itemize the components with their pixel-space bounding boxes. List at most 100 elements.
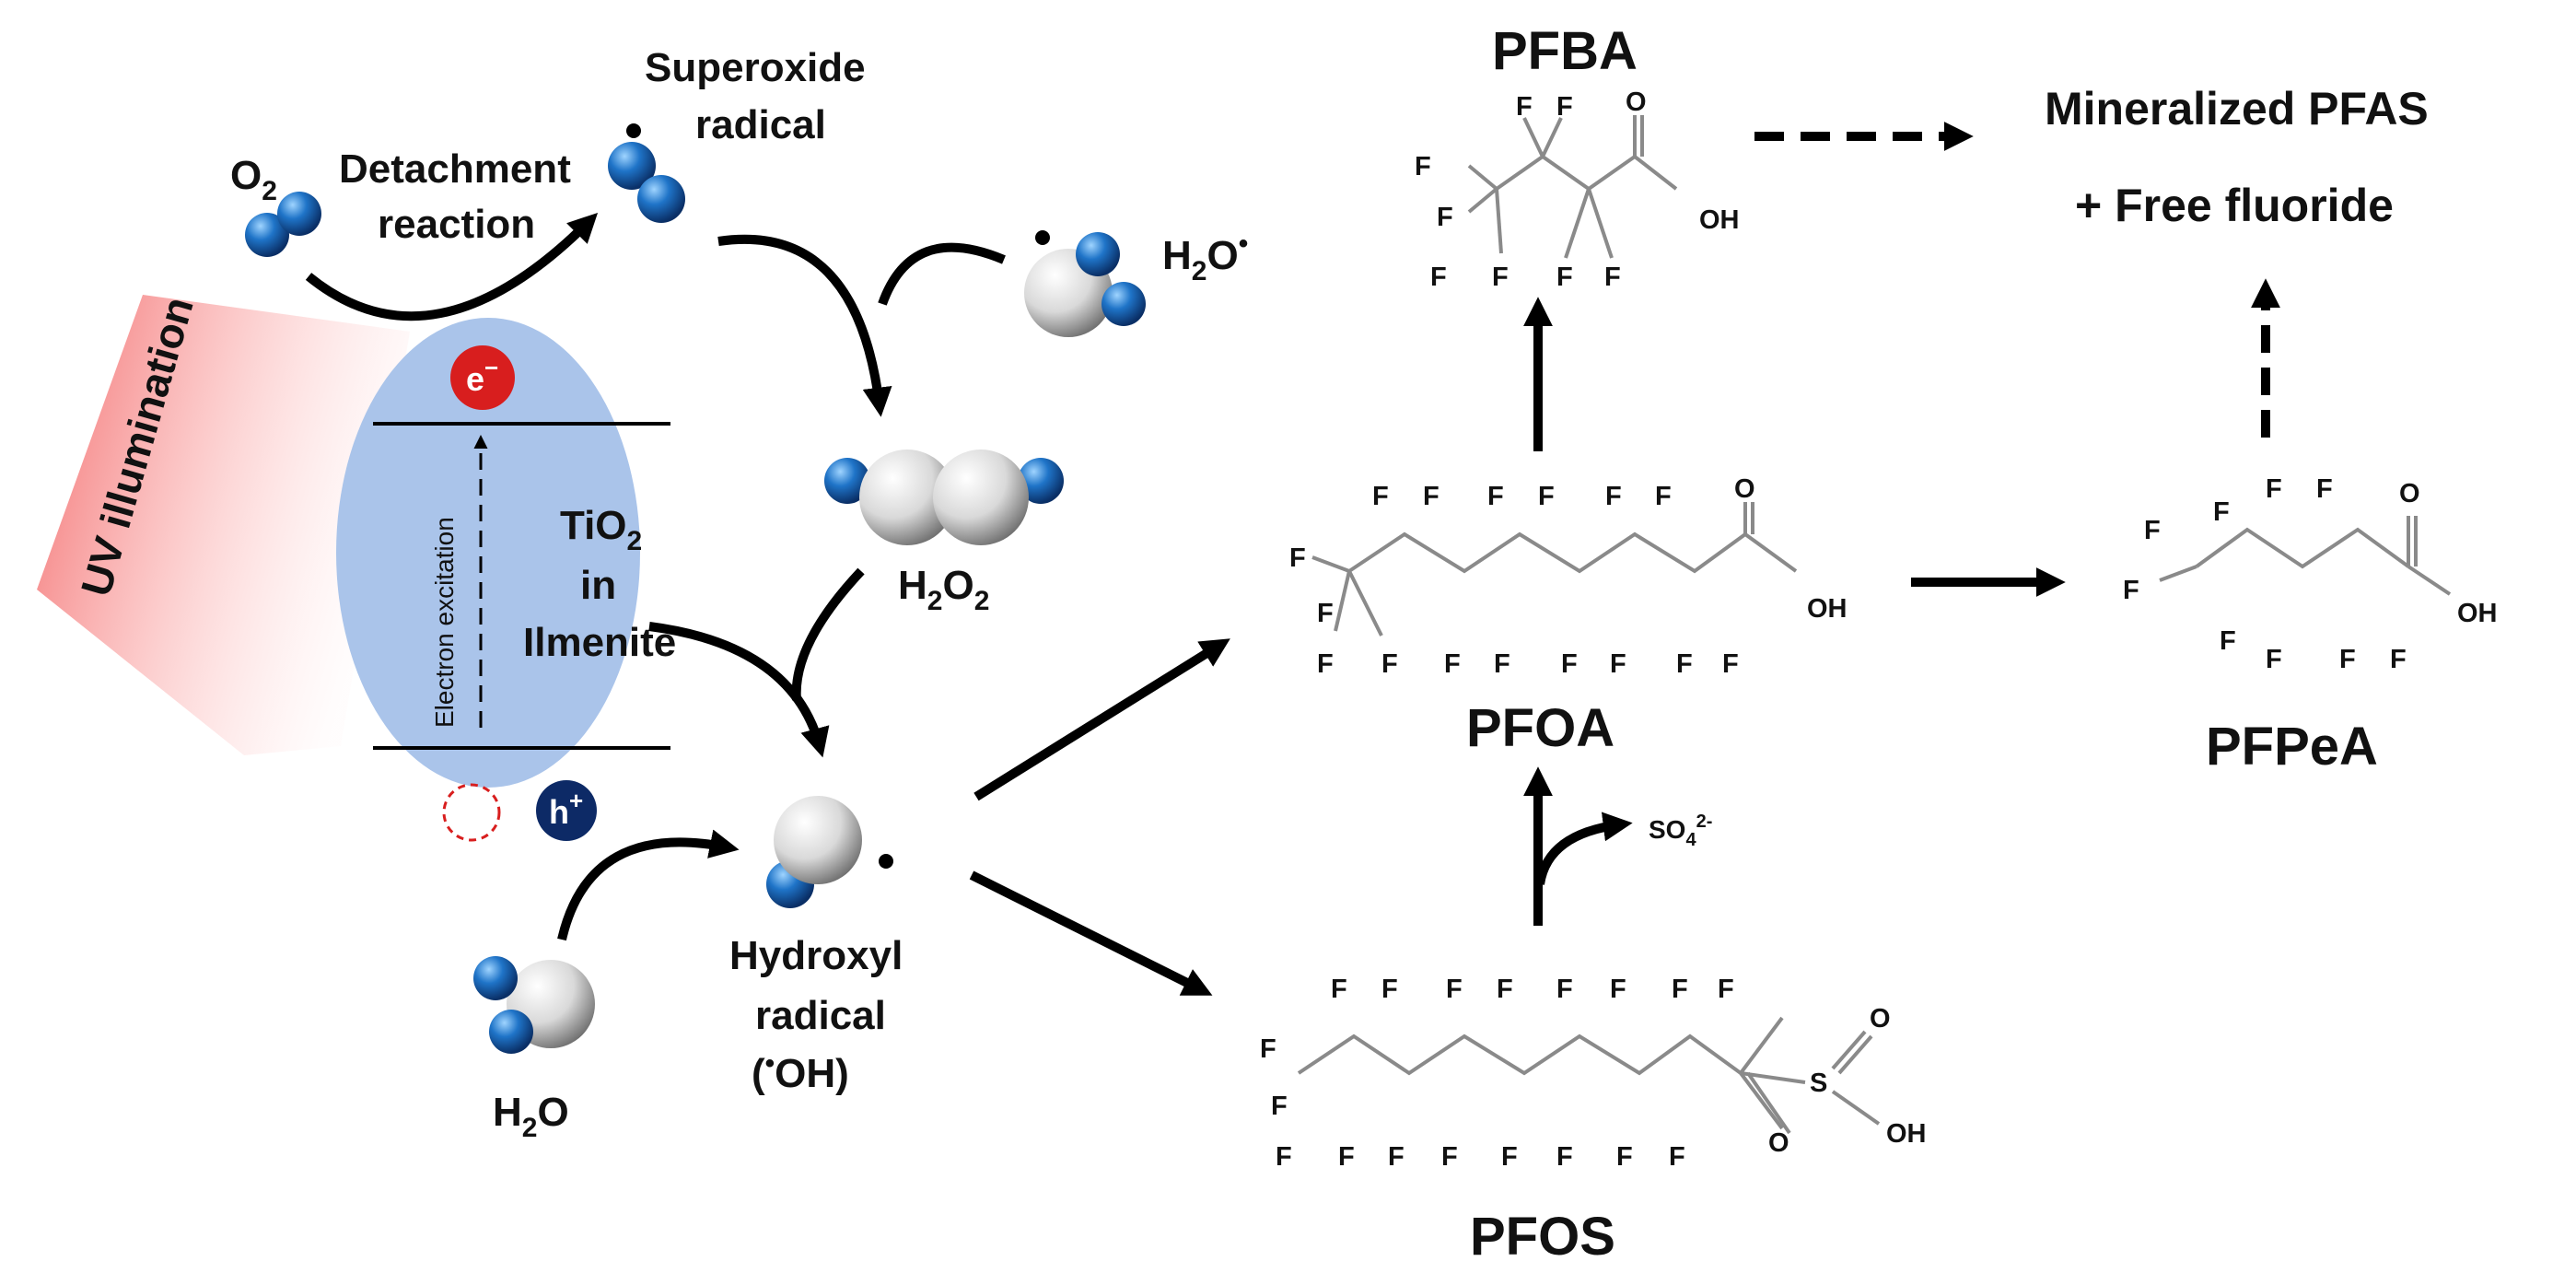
pfoa-structure <box>1311 502 1798 636</box>
pfba-atom: F <box>1492 263 1509 292</box>
h2o2-label: H2O2 <box>898 563 989 616</box>
pfba-structure <box>1467 115 1678 259</box>
electron-symbol: e− <box>466 354 498 398</box>
pfpea-atom: F <box>2123 576 2139 605</box>
o2-label: O2 <box>230 153 277 206</box>
pfpea-atom: F <box>2266 474 2282 504</box>
pfos-atom: F <box>1331 975 1347 1004</box>
pfba-atom: F <box>1430 263 1447 292</box>
pfoa-atom: F <box>1610 649 1626 679</box>
hydroxyl-label-2: radical <box>755 993 886 1038</box>
hole-symbol: h+ <box>549 787 583 831</box>
pfba-atom: F <box>1415 152 1431 181</box>
pfpea-atom: O <box>2399 479 2420 508</box>
pfba-atom: O <box>1626 88 1647 117</box>
tio2-label-1: TiO2 <box>560 503 642 556</box>
pfba-atom: F <box>1556 263 1573 292</box>
mineralized-label-1: Mineralized PFAS <box>2045 83 2429 134</box>
pfos-atom: F <box>1556 975 1573 1004</box>
water-oxidation-arrow <box>557 829 740 941</box>
pfos-atom: O <box>1768 1128 1789 1158</box>
pfoa-atom: F <box>1561 649 1578 679</box>
pfos-atom: F <box>1556 1142 1573 1172</box>
combine-arrow <box>717 234 892 417</box>
pfpea-atom: F <box>2339 645 2356 674</box>
pfoa-label: PFOA <box>1466 698 1614 758</box>
hydroxyl-label-3: (•OH) <box>752 1048 849 1096</box>
pfoa-atom: F <box>1289 543 1306 573</box>
pfoa-atom: F <box>1655 482 1672 511</box>
h2o-molecule <box>473 956 595 1054</box>
pfos-atom: F <box>1338 1142 1355 1172</box>
pfos-atom: F <box>1669 1142 1685 1172</box>
h2o2-to-hydroxyl-arrow <box>791 567 865 701</box>
pfos-atom: S <box>1810 1069 1827 1098</box>
mineralized-label-2: + Free fluoride <box>2075 180 2394 231</box>
pfba-label: PFBA <box>1492 21 1638 81</box>
detachment-arrow <box>305 212 599 321</box>
pfos-atom: O <box>1870 1004 1891 1034</box>
pfos-label: PFOS <box>1470 1207 1615 1267</box>
pfos-atom: OH <box>1886 1119 1927 1149</box>
pfoa-atom: F <box>1605 482 1622 511</box>
pfoa-atom: F <box>1317 599 1334 628</box>
electron-badge <box>450 345 515 410</box>
pfoa-atom: F <box>1317 649 1334 679</box>
pfos-atom: F <box>1271 1092 1288 1121</box>
h2o-radical-label: H2O• <box>1162 228 1248 286</box>
pfos-atom: F <box>1446 975 1463 1004</box>
o2-molecule <box>245 192 321 257</box>
pfos-atom: F <box>1718 975 1734 1004</box>
pfpea-atom: F <box>2316 474 2333 504</box>
h2o2-molecule <box>824 450 1064 545</box>
hydroxyl-to-pfos-arrow <box>969 870 1213 996</box>
pfoa-atom: F <box>1676 649 1693 679</box>
pfpea-atom: OH <box>2457 599 2498 628</box>
pfoa-atom: F <box>1372 482 1389 511</box>
excitation-label: Electron excitation <box>430 517 459 728</box>
hydroxyl-label-1: Hydroxyl <box>729 933 903 978</box>
pfpea-atom: F <box>2266 645 2282 674</box>
tio2-to-hydroxyl-arrow <box>648 622 830 758</box>
pfos-atom: F <box>1610 975 1626 1004</box>
pfoa-atom: F <box>1538 482 1555 511</box>
pfba-atom: F <box>1556 92 1573 122</box>
pfos-atom: F <box>1260 1034 1276 1064</box>
superoxide-label-1: Superoxide <box>645 45 866 90</box>
pfos-atom: F <box>1497 975 1513 1004</box>
superoxide-molecule <box>608 123 685 223</box>
pfos-atom: F <box>1388 1142 1405 1172</box>
pfoa-atom: F <box>1722 649 1739 679</box>
pfba-atom: OH <box>1699 205 1740 235</box>
pfoa-atom: F <box>1381 649 1398 679</box>
pfoa-atom: O <box>1734 474 1755 504</box>
h2o-label: H2O <box>493 1090 569 1143</box>
hole-vacancy <box>442 783 501 842</box>
hole-badge <box>536 780 597 841</box>
superoxide-label-2: radical <box>695 102 826 147</box>
detachment-label-2: reaction <box>378 202 535 247</box>
pfos-atom: F <box>1441 1142 1458 1172</box>
detachment-label-1: Detachment <box>339 146 571 192</box>
pfos-atom: F <box>1381 975 1398 1004</box>
uv-beam <box>37 295 410 755</box>
hydroxyl-molecule <box>766 796 893 908</box>
pfpea-structure <box>2159 516 2452 596</box>
sulfate-release-arrow <box>1535 812 1633 885</box>
so4-label: SO42- <box>1649 812 1712 850</box>
pfoa-atom: F <box>1444 649 1461 679</box>
pfos-atom: F <box>1276 1142 1292 1172</box>
pfos-atom: F <box>1616 1142 1633 1172</box>
pfba-atom: F <box>1516 92 1533 122</box>
pfpea-atom: F <box>2220 626 2236 656</box>
pfba-atom: F <box>1604 263 1621 292</box>
pfpea-atom: F <box>2390 645 2407 674</box>
pfpea-label: PFPeA <box>2206 717 2378 777</box>
h2o-radical-arrow <box>878 242 1006 306</box>
pfba-atom: F <box>1437 203 1453 232</box>
pfos-atom: F <box>1672 975 1688 1004</box>
pfoa-atom: OH <box>1807 594 1847 624</box>
hydroxyl-to-pfoa-arrow <box>973 638 1230 801</box>
pfpea-atom: F <box>2144 516 2161 545</box>
